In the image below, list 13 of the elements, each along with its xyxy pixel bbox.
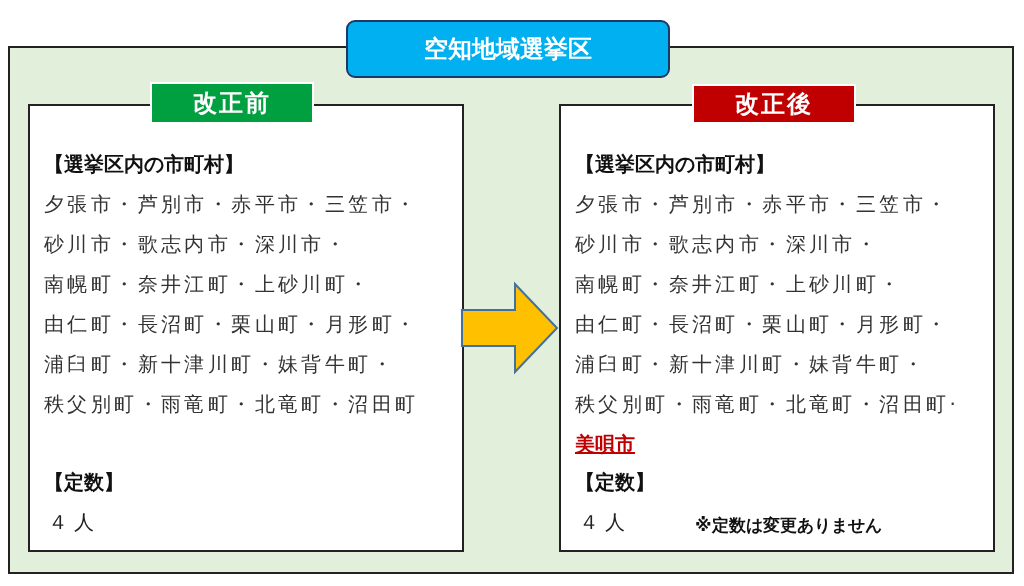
section-heading: 【選挙区内の市町村】 bbox=[575, 151, 775, 178]
section-heading: 【定数】 bbox=[44, 469, 124, 496]
heading-badge: 改正前 bbox=[150, 82, 314, 124]
seat-count: ４人 bbox=[579, 509, 631, 536]
block-arrow bbox=[461, 281, 559, 375]
seat-count: ４人 bbox=[48, 509, 100, 536]
title-badge: 空知地域選挙区 bbox=[346, 20, 670, 78]
section-heading: 【定数】 bbox=[575, 469, 655, 496]
heading-badge: 改正後 bbox=[692, 84, 856, 124]
municipality-list: 夕張市・芦別市・赤平市・三笠市・砂川市・歌志内市・深川市・南幌町・奈井江町・上砂川町・由仁町・長沼町・栗山町・月形町・浦臼町・新十津川町・妹背牛町・秩父別町・雨竜町・北竜町・沼田町 bbox=[44, 184, 440, 424]
municipality-list: 夕張市・芦別市・赤平市・三笠市・砂川市・歌志内市・深川市・南幌町・奈井江町・上砂川町・由仁町・長沼町・栗山町・月形町・浦臼町・新十津川町・妹背牛町・秩父別町・雨竜町・北竜町・沼田町·美唄市 bbox=[575, 184, 971, 464]
section-heading: 【選挙区内の市町村】 bbox=[44, 151, 244, 178]
note-text: ※定数は変更ありません bbox=[695, 514, 882, 537]
